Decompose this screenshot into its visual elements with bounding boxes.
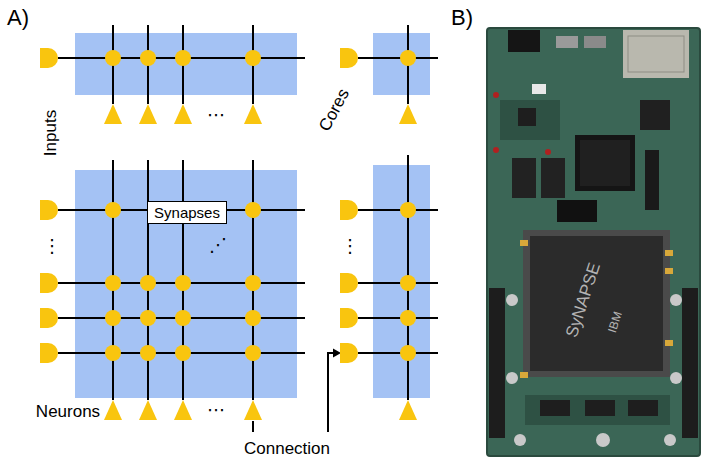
label-box: Synapses <box>147 201 227 224</box>
text-label: Inputs <box>42 110 59 156</box>
board-photo <box>487 28 700 456</box>
text-label: ⋯ <box>207 106 225 124</box>
wires <box>58 25 438 432</box>
text-label: A) <box>7 7 29 29</box>
text-label: Cores <box>316 86 352 134</box>
text-label: ⋮ <box>341 237 359 255</box>
input-symbols <box>40 48 358 363</box>
synapse-dots <box>105 50 416 361</box>
neuron-triangles <box>104 104 417 420</box>
arrow-head <box>333 349 341 358</box>
text-label: ⋮ <box>43 237 61 255</box>
box-text: Synapses <box>154 205 220 220</box>
text-label: ⋯ <box>207 401 225 419</box>
text-label: B) <box>451 7 473 29</box>
text-label: ⋰ <box>209 236 227 254</box>
text-label: Connection <box>244 440 330 457</box>
text-label: Neurons <box>36 403 100 420</box>
